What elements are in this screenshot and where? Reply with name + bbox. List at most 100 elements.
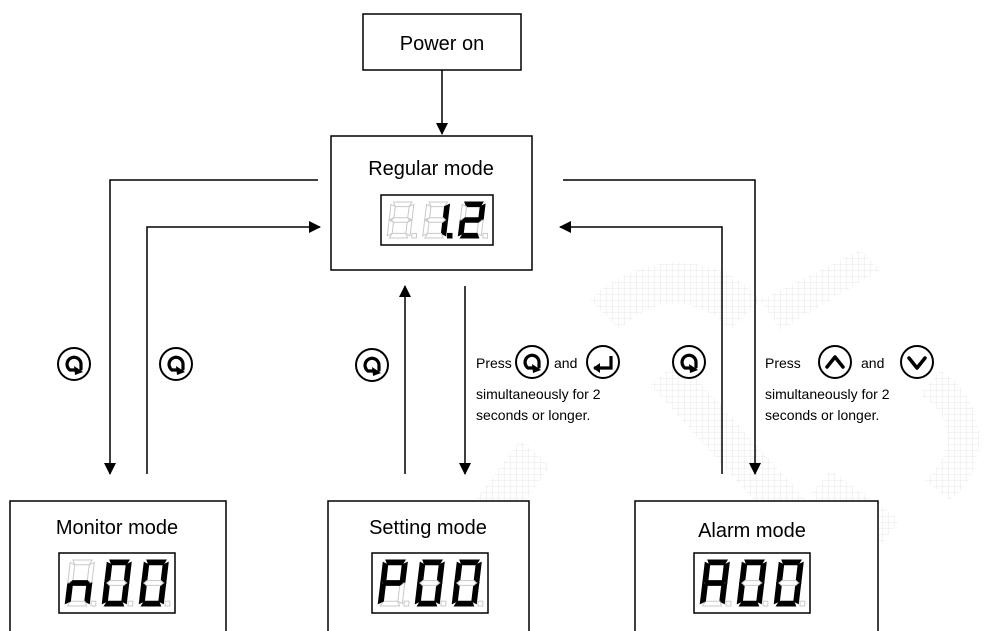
segment-d (453, 600, 475, 607)
segment-e (699, 582, 708, 605)
arrow-regular-to-monitor (104, 179, 318, 475)
segment-a (707, 559, 728, 566)
segment-g (69, 580, 91, 586)
enter-icon (586, 345, 620, 379)
setting-note-line2: simultaneously for 2 (476, 386, 601, 402)
segment-d (738, 600, 760, 607)
segment-g (390, 217, 411, 223)
alarm-mode-display (693, 552, 811, 614)
segment-d (416, 600, 438, 607)
display-digit (101, 559, 134, 607)
segment-d (459, 232, 480, 239)
segment-e (64, 582, 73, 605)
segment-e (451, 582, 460, 605)
arrow-monitor-to-regular (146, 221, 321, 474)
arrow-regular-to-alarm (563, 179, 761, 475)
regular-mode-title: Regular mode (368, 158, 494, 180)
decimal-point (446, 232, 453, 239)
decimal-point (127, 600, 134, 607)
segment-g (143, 580, 165, 586)
display-digit (138, 559, 171, 607)
alarm-note-line2: simultaneously for 2 (765, 386, 890, 402)
mode-cycle-icon (515, 345, 549, 379)
segment-d (66, 600, 88, 607)
segment-e (414, 582, 423, 605)
segment-g (741, 580, 763, 586)
decimal-point (762, 600, 769, 607)
setting-note-line3: seconds or longer. (476, 407, 590, 423)
segment-g (419, 580, 441, 586)
segment-a (72, 559, 93, 566)
arrow-alarm-to-regular (559, 221, 723, 474)
display-digit (699, 559, 732, 607)
segment-g (426, 217, 447, 223)
segment-d (103, 600, 125, 607)
segment-g (106, 580, 128, 586)
display-digit (377, 559, 410, 607)
decimal-point (440, 600, 447, 607)
segment-a (385, 559, 406, 566)
segment-d (388, 232, 409, 239)
decimal-point (482, 232, 489, 239)
segment-d (379, 600, 401, 607)
segment-a (428, 201, 449, 208)
mode-cycle-icon (355, 348, 389, 382)
monitor-mode-title: Monitor mode (56, 517, 178, 539)
decimal-point (403, 600, 410, 607)
display-digit (451, 559, 484, 607)
mode-cycle-icon (672, 345, 706, 379)
segment-g (704, 580, 726, 586)
decimal-point (799, 600, 806, 607)
mode-cycle-icon (57, 347, 91, 381)
monitor-mode-display (58, 552, 176, 614)
alarm-note-and: and (861, 355, 884, 371)
decimal-point (477, 600, 484, 607)
segment-a (392, 201, 413, 208)
segment-a (464, 201, 484, 208)
alarm-note-press: Press (765, 355, 801, 371)
decimal-point (90, 600, 97, 607)
segment-e (773, 582, 782, 605)
segment-d (424, 232, 444, 239)
segment-a (109, 559, 130, 566)
setting-mode-note: Press and simultaneously for 2 seconds o… (476, 345, 620, 423)
display-digit (64, 559, 97, 607)
power-on-label: Power on (400, 33, 485, 55)
segment-d (140, 600, 162, 607)
setting-mode-title: Setting mode (369, 517, 487, 539)
segment-e (457, 219, 466, 237)
down-arrow-icon (900, 345, 934, 379)
setting-note-and: and (554, 355, 577, 371)
display-digit (773, 559, 806, 607)
segment-e (377, 582, 386, 605)
setting-mode-display (371, 552, 489, 614)
display-digit (414, 559, 447, 607)
segment-g (382, 580, 404, 586)
segment-e (386, 219, 395, 237)
segment-g (456, 580, 478, 586)
segment-g (778, 580, 800, 586)
segment-e (138, 582, 147, 605)
alarm-mode-title: Alarm mode (698, 520, 806, 542)
regular-mode-display (380, 194, 494, 246)
segment-a (781, 559, 803, 566)
up-arrow-icon (818, 345, 852, 379)
mode-cycle-icon (159, 347, 193, 381)
display-digit (736, 559, 769, 607)
segment-a (459, 559, 481, 566)
segment-a (146, 559, 168, 566)
segment-e (736, 582, 745, 605)
display-digit (386, 201, 417, 239)
decimal-point (411, 232, 417, 239)
segment-e (422, 219, 430, 237)
segment-d (775, 600, 797, 607)
display-digit (457, 201, 489, 239)
segment-a (422, 559, 443, 566)
segment-d (701, 600, 723, 607)
display-digit (422, 201, 453, 239)
setting-note-press: Press (476, 355, 512, 371)
segment-g (461, 217, 482, 223)
decimal-point (725, 600, 732, 607)
segment-e (101, 582, 110, 605)
